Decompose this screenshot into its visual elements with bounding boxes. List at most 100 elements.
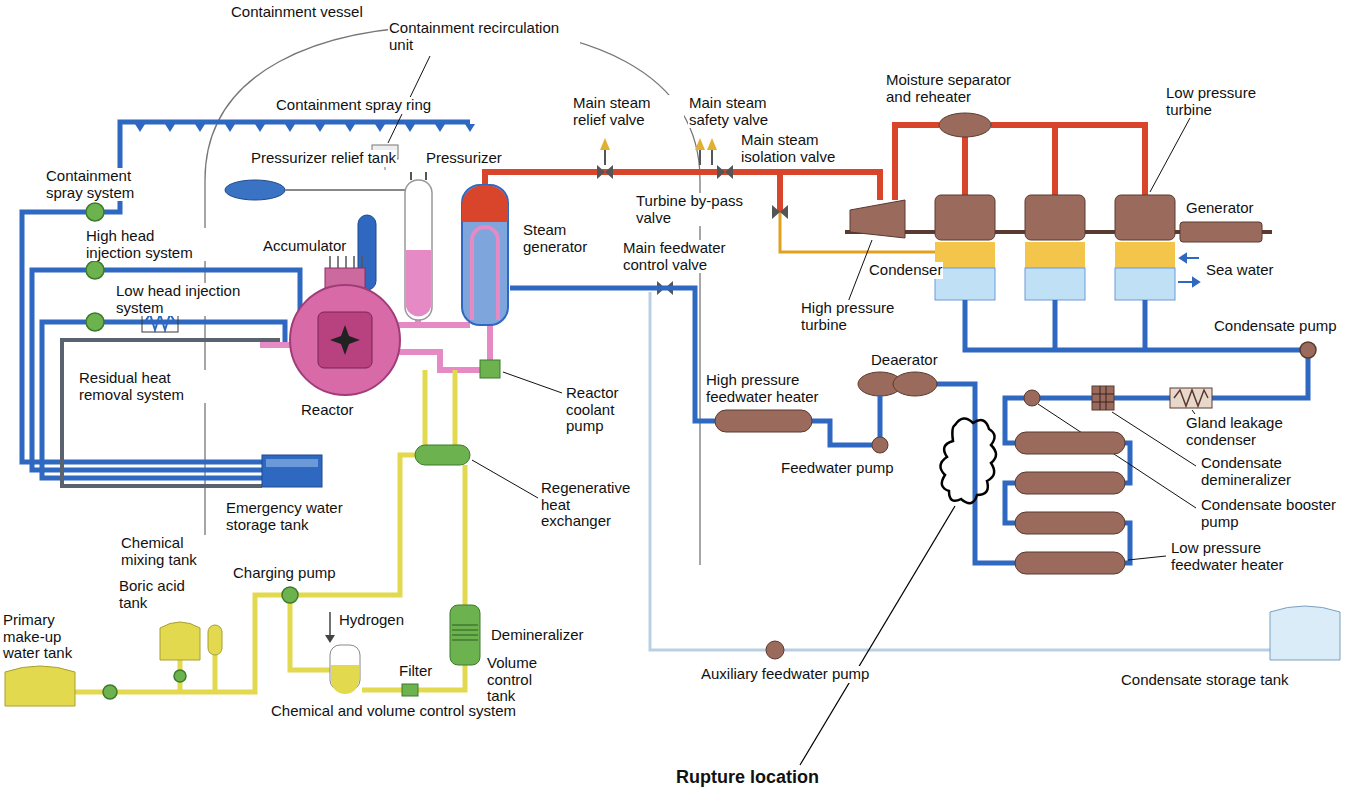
injection-pump	[86, 203, 104, 221]
cvcs-equipment	[331, 665, 359, 694]
chemical-volume-control-pipes	[290, 603, 330, 670]
cvcs-equipment	[5, 445, 538, 706]
feedwater-line	[878, 396, 883, 437]
condenser	[1115, 242, 1175, 268]
spray-nozzle	[315, 124, 325, 132]
deaerator	[893, 372, 937, 396]
pressurizer-relief-tank	[225, 180, 418, 200]
condenser	[1178, 254, 1199, 286]
condensate-equipment	[1024, 390, 1040, 406]
spray-nozzle	[435, 124, 445, 132]
part-label: Charging pump	[232, 565, 337, 582]
part-label: Auxiliary feedwater pump	[700, 666, 870, 683]
part-label: Residual heat removal system	[78, 370, 210, 403]
pressurizer	[405, 172, 432, 320]
callout-label: Rupture location	[675, 768, 820, 788]
spray-nozzle	[405, 124, 415, 132]
part-label: Deaerator	[870, 352, 939, 369]
steam-generator	[462, 185, 508, 222]
part-label: Main feedwater control valve	[622, 240, 744, 273]
cvcs-equipment	[5, 666, 75, 706]
pressurizer-relief-tank	[225, 180, 285, 200]
steam-generator	[472, 227, 498, 320]
part-label: Condensate booster pump	[1200, 497, 1342, 530]
condenser	[1115, 268, 1175, 300]
part-label: Condensate demineralizer	[1200, 455, 1342, 488]
main-steam-line	[777, 172, 783, 212]
cvcs-equipment	[282, 587, 298, 603]
part-label: Steam generator	[522, 222, 614, 255]
low-pressure-feedwater-heater	[1015, 432, 1166, 574]
valve	[597, 165, 613, 179]
reactor-coolant-pump	[480, 360, 500, 378]
cvcs-equipment	[472, 460, 538, 498]
injection-pump	[86, 203, 104, 331]
low-pressure-feedwater-heater	[1128, 556, 1166, 560]
turbine-generator	[1115, 195, 1175, 240]
condensate-line	[1055, 300, 1145, 350]
turbine-generator	[935, 195, 995, 240]
injection-pump	[86, 261, 104, 279]
condensate-equipment	[1092, 386, 1114, 410]
condenser	[935, 268, 995, 300]
primary-loop	[487, 325, 493, 362]
spray-nozzle	[195, 124, 205, 132]
valve	[600, 138, 610, 150]
reactor-vessel	[330, 256, 362, 268]
valve	[772, 205, 788, 219]
part-label: Main steam isolation valve	[740, 132, 862, 165]
part-label: Containment vessel	[230, 4, 364, 21]
emergency-core-cooling-pipes	[145, 314, 175, 330]
valve	[695, 138, 717, 150]
part-label: Containment spray ring	[275, 97, 432, 114]
steam-generator	[462, 185, 508, 325]
moisture-separator-reheater	[939, 113, 991, 137]
emergency-water-storage-tank	[262, 455, 322, 487]
chemical-volume-control-pipes	[325, 635, 335, 643]
part-label: Chemical and volume control system	[270, 703, 517, 720]
low-pressure-feedwater-heater	[1015, 472, 1125, 494]
valve	[717, 165, 733, 179]
part-label: Feedwater pump	[780, 460, 895, 477]
auxiliary-feedwater-line	[1270, 606, 1340, 660]
reactor-vessel	[290, 256, 400, 395]
part-label: Condensate pump	[1213, 318, 1338, 335]
cvcs-equipment	[415, 445, 470, 465]
part-label: Turbine by-pass valve	[635, 193, 752, 226]
part-label: Pressurizer	[425, 150, 503, 167]
cvcs-equipment	[103, 685, 117, 699]
main-steam-line	[965, 125, 1145, 195]
chemical-volume-control-pipes	[423, 370, 428, 445]
cvcs-equipment	[160, 622, 200, 660]
auxiliary-feedwater-line	[766, 641, 784, 659]
condenser	[935, 242, 995, 268]
part-label: Reactor	[300, 402, 355, 419]
cvcs-equipment	[402, 684, 418, 696]
emergency-core-cooling-pipes	[22, 122, 470, 462]
cvcs-equipment	[450, 605, 480, 665]
feedwater-line	[812, 421, 872, 445]
emergency-water-storage-tank	[262, 455, 322, 487]
part-label: Boric acid tank	[118, 578, 186, 611]
reactor-vessel	[318, 312, 372, 368]
part-label: Volume control tank	[486, 655, 558, 705]
injection-pump	[86, 313, 104, 331]
spray-nozzle	[465, 124, 475, 132]
pressurizer	[411, 172, 426, 180]
spray-nozzle	[135, 124, 475, 132]
reactor-coolant-pump	[503, 372, 562, 393]
containment-vessel	[205, 26, 700, 565]
emergency-core-cooling-pipes	[22, 122, 470, 486]
part-label: Filter	[398, 663, 433, 680]
emergency-core-cooling-pipes	[62, 340, 280, 486]
part-label: Pressurizer relief tank	[250, 150, 397, 167]
spray-nozzle	[285, 124, 295, 132]
reactor-vessel	[290, 285, 400, 395]
emergency-core-cooling-pipes	[42, 322, 285, 478]
chemical-volume-control-pipes	[463, 465, 468, 605]
emergency-core-cooling-pipes	[32, 270, 300, 470]
spray-nozzle	[375, 124, 385, 132]
chemical-volume-control-pipes	[453, 370, 458, 445]
part-label: Hydrogen	[338, 612, 405, 629]
